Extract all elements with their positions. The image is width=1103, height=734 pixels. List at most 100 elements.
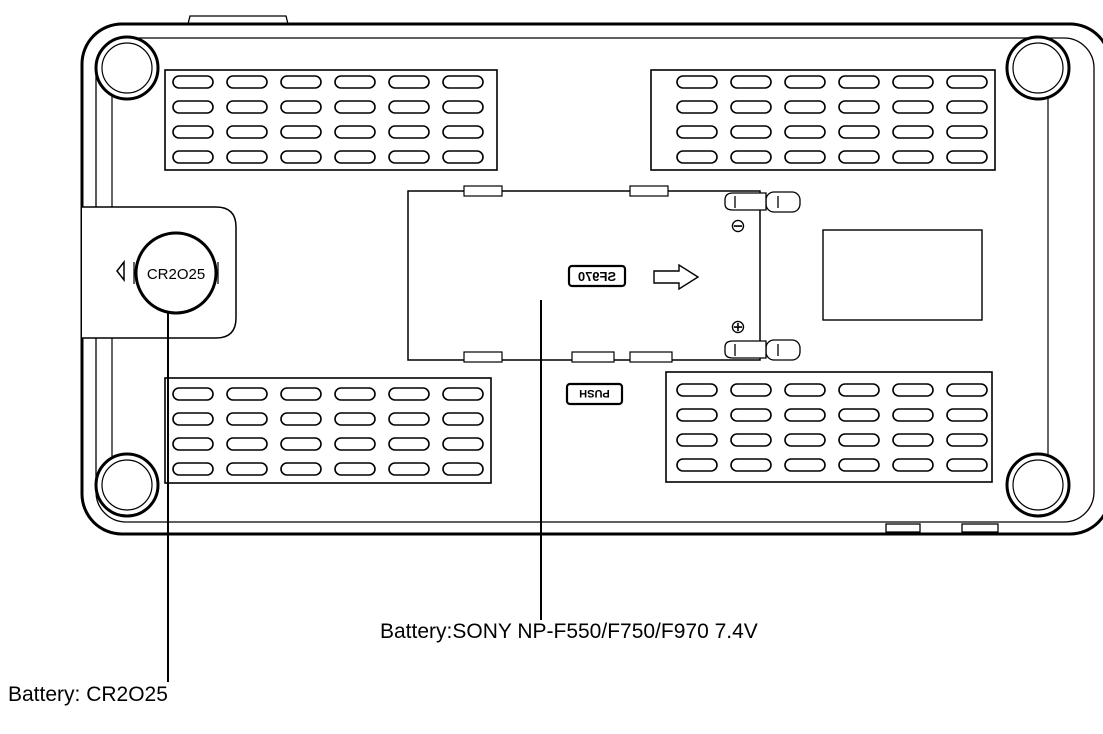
vent-slot [172, 412, 214, 426]
vent-slot [730, 150, 772, 164]
vent-slot [172, 437, 214, 451]
vent-slot [442, 100, 484, 114]
vent-slot [280, 387, 322, 401]
coin-cell-battery [134, 231, 218, 315]
vent-slot [334, 387, 376, 401]
vent-slot [730, 100, 772, 114]
vent-slot [784, 408, 826, 422]
vent-slot [730, 383, 772, 397]
vent-slot [784, 458, 826, 472]
vent-slot [172, 462, 214, 476]
vent-slot [226, 437, 268, 451]
vent-slot [172, 387, 214, 401]
vent-slot [946, 458, 988, 472]
vent-slot [784, 100, 826, 114]
vent-slot [388, 125, 430, 139]
rubber-foot-bottom-left [94, 452, 160, 518]
vent-slot [676, 383, 718, 397]
vent-slot [946, 433, 988, 447]
vent-slot [784, 383, 826, 397]
rubber-foot-top-left [94, 35, 160, 101]
battery-pack-latches [463, 185, 673, 363]
vent-slot [730, 75, 772, 89]
vent-slot [676, 75, 718, 89]
vent-slot [388, 75, 430, 89]
vent-slot [442, 150, 484, 164]
vent-slot [388, 100, 430, 114]
vent-slot [946, 150, 988, 164]
vent-slot [226, 462, 268, 476]
vent-grille-bottom-left [164, 377, 492, 484]
vent-slot [892, 150, 934, 164]
vent-slot [280, 150, 322, 164]
vent-slot [730, 433, 772, 447]
vent-slot [838, 383, 880, 397]
plus-terminal-icon: ⊕ [730, 317, 746, 338]
vent-slot [784, 150, 826, 164]
vent-slot [676, 100, 718, 114]
vent-slot [334, 462, 376, 476]
vent-slot [226, 150, 268, 164]
vent-slot [946, 383, 988, 397]
vent-slot [838, 408, 880, 422]
battery-terminal-top [724, 191, 801, 213]
vent-slot [388, 150, 430, 164]
push-marking-box [565, 382, 624, 406]
pack-marking-box [567, 264, 627, 288]
vent-slot [388, 462, 430, 476]
pack-marking-text: SF970 [578, 269, 616, 284]
vent-slot [946, 408, 988, 422]
vent-slot [946, 125, 988, 139]
minus-terminal-icon: ⊖ [730, 216, 746, 237]
vent-slot [946, 75, 988, 89]
vent-slot [784, 75, 826, 89]
vent-slot [334, 75, 376, 89]
housing-top-tab [187, 15, 289, 25]
vent-slot [676, 150, 718, 164]
vent-slot [226, 412, 268, 426]
coin-cell-label: CR2O25 [147, 266, 205, 283]
vent-slot [892, 100, 934, 114]
vent-slot [388, 387, 430, 401]
vent-slot [892, 458, 934, 472]
vent-slot [730, 125, 772, 139]
vent-slot [730, 408, 772, 422]
vent-slot [442, 125, 484, 139]
vent-slot [838, 125, 880, 139]
vent-slot [442, 387, 484, 401]
vent-slot [226, 125, 268, 139]
vent-slot [388, 412, 430, 426]
vent-slot [676, 458, 718, 472]
vent-slot [946, 100, 988, 114]
push-marking-text: PUSH [579, 387, 610, 399]
right-arrow-icon [653, 263, 700, 291]
vent-slot [334, 412, 376, 426]
vent-slot [676, 125, 718, 139]
vent-slot [280, 125, 322, 139]
vent-slot [676, 433, 718, 447]
vent-slot [334, 125, 376, 139]
vent-slot [892, 433, 934, 447]
vent-slot [334, 100, 376, 114]
rubber-foot-top-right [1005, 35, 1071, 101]
vent-slot [838, 458, 880, 472]
vent-slot [280, 75, 322, 89]
bottom-connector-ports [885, 523, 999, 533]
vent-slot [280, 462, 322, 476]
vent-slot [442, 75, 484, 89]
vent-slot [442, 412, 484, 426]
vent-slot [892, 75, 934, 89]
vent-slot [280, 100, 322, 114]
vent-slot [172, 150, 214, 164]
vent-slot [172, 75, 214, 89]
vent-slot [838, 75, 880, 89]
vent-slot [784, 433, 826, 447]
vent-slot [280, 437, 322, 451]
vent-slot [838, 433, 880, 447]
vent-slot [226, 387, 268, 401]
vent-slot [892, 383, 934, 397]
vent-slot [226, 75, 268, 89]
vent-grille-top-right [650, 69, 996, 171]
